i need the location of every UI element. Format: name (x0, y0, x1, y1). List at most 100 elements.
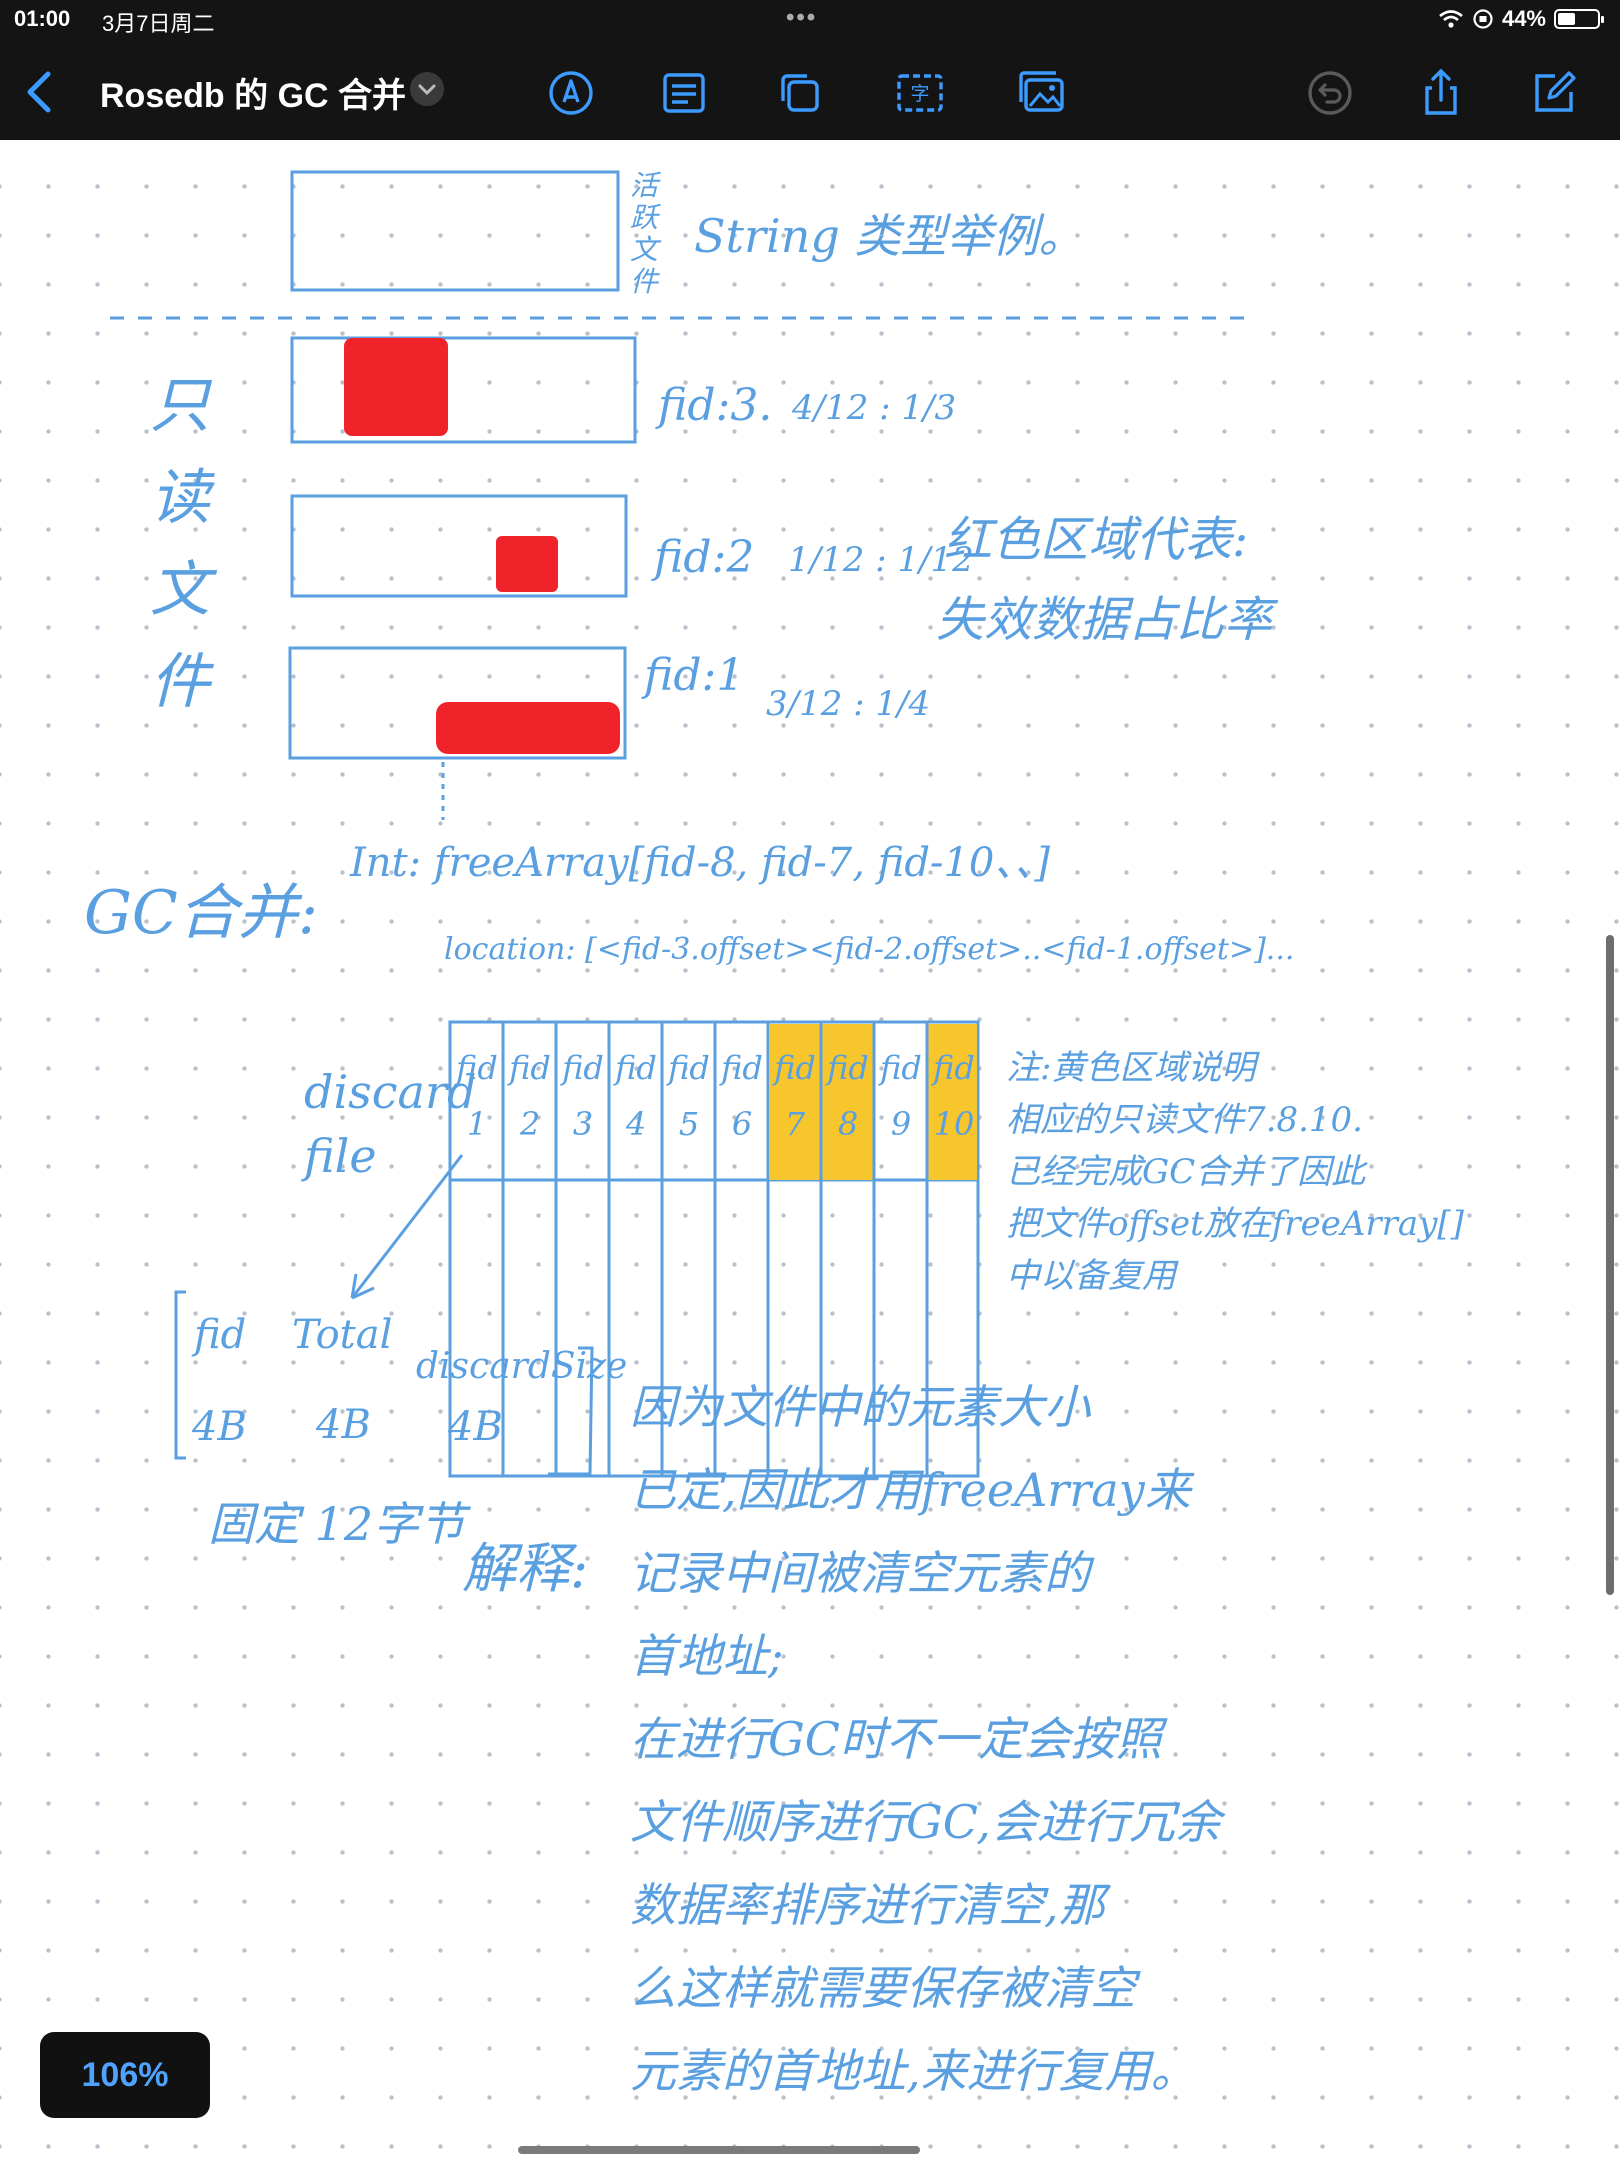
share-button[interactable] (1414, 66, 1468, 120)
image-tool-button[interactable] (1016, 66, 1070, 120)
size-fid: 4B (192, 1404, 247, 1450)
active-file-box (290, 170, 620, 292)
red-legend-line1: 红色区域代表: (944, 512, 1249, 568)
explain-line: 已定,因此才用freeArray来 (630, 1463, 1191, 1517)
explain-line: 在进行GC时不一定会按照 (630, 1712, 1162, 1766)
invalid-data-areas (344, 338, 620, 754)
shapes-tool-button[interactable] (773, 66, 827, 120)
discard-cell-label: fid 10 (933, 1049, 975, 1143)
invalid-area-fid3 (344, 338, 448, 436)
top-bar: 01:00 3月7日周二 ••• 44% Rosedb 的 GC 合并 字 (0, 0, 1620, 140)
header-discard-size: discardSize (416, 1346, 628, 1387)
zoom-level-badge[interactable]: 106% (40, 2032, 210, 2118)
compose-button[interactable] (1527, 66, 1581, 120)
explain-line: 因为文件中的元素大小 (630, 1380, 1090, 1434)
string-example-title: String 类型举例。 (694, 209, 1085, 263)
status-right: 44% (1438, 6, 1604, 32)
document-title[interactable]: Rosedb 的 GC 合并 (100, 77, 407, 115)
chevron-down-icon[interactable] (410, 72, 444, 106)
explain-line: 文件顺序进行GC,会进行冗余 (630, 1795, 1221, 1849)
svg-text:字: 字 (910, 83, 929, 105)
fixed-12-bytes: 固定 12字节 (208, 1497, 466, 1551)
discard-file-label: discard file (304, 1065, 477, 1183)
discard-cell-label: fid 6 (721, 1049, 763, 1143)
text-tool-button[interactable] (657, 66, 711, 120)
location-line: location: [<fid-3.offset><fid-2.offset>.… (444, 932, 1295, 967)
grid-column-lines (501, 1022, 929, 1476)
invalid-area-fid2 (496, 536, 558, 592)
arrow-line (350, 1154, 464, 1300)
readonly-file-2-box (290, 494, 628, 598)
cell-highlight-7 (769, 1024, 820, 1180)
status-date: 3月7日周二 (102, 11, 215, 36)
bracket-right (548, 1346, 594, 1476)
discard-cell-label: fid 1 (456, 1049, 498, 1143)
readonly-file-3-box (290, 336, 637, 444)
discard-cell-label: fid 5 (668, 1049, 710, 1143)
discard-cell-label: fid 7 (774, 1049, 816, 1143)
explain-line: 么这样就需要保存被清空 (630, 1961, 1136, 2015)
freearray-line: Int: freeArray[fid-8, fid-7, fid-10、、] (350, 840, 1050, 886)
discard-cell-label: fid 9 (880, 1049, 922, 1143)
size-total: 4B (316, 1402, 371, 1448)
wifi-icon (1439, 10, 1463, 28)
fid1-ratio: 3/12 : 1/4 (766, 684, 931, 724)
fid2-label: fid:2 (654, 532, 755, 583)
text-box-icon: 字 (897, 74, 943, 112)
status-time: 01:00 (14, 6, 71, 31)
merged-cells (769, 1024, 977, 1180)
explanation-text: 因为文件中的元素大小 已定,因此才用freeArray来 记录中间被清空元素的 … (630, 1366, 1221, 2113)
yellow-note-line: 把文件offset放在freeArray[] (1006, 1204, 1464, 1244)
chevron-left-icon[interactable] (18, 66, 62, 118)
header-total: Total (292, 1312, 393, 1358)
explain-line: 首地址; (630, 1629, 784, 1683)
note-canvas[interactable]: 活跃文件 String 类型举例。 只读文件 fid:3. 4/12 : 1/3… (0, 140, 1620, 2160)
undo-button[interactable] (1303, 66, 1357, 120)
image-icon (1019, 71, 1064, 112)
yellow-note-line: 中以备复用 (1006, 1256, 1176, 1296)
text-box-button[interactable]: 字 (893, 66, 947, 120)
battery-fill (1558, 13, 1575, 25)
fid3-ratio: 4/12 : 1/3 (792, 388, 957, 428)
discard-cell-label: fid 3 (562, 1049, 604, 1143)
red-legend-line2: 失效数据占比率 (936, 592, 1273, 648)
ink-drawing (110, 170, 1250, 1478)
fid3-label: fid:3. (658, 380, 773, 431)
explain-line: 元素的首地址,来进行复用。 (630, 2044, 1197, 2098)
cell-highlight-10 (928, 1024, 977, 1180)
gc-merge-label: GC合并: (84, 878, 319, 948)
header-fid: fid (194, 1312, 247, 1358)
yellow-note-line: 注:黄色区域说明 (1006, 1048, 1256, 1088)
edit-icon (1535, 71, 1576, 112)
pen-tool-button[interactable] (544, 66, 598, 120)
undo-icon (1308, 71, 1352, 115)
invalid-area-fid1 (436, 702, 620, 754)
explain-label: 解释: (462, 1537, 589, 1600)
active-file-label: 活跃文件 (630, 169, 659, 298)
orientation-lock-icon (1473, 9, 1493, 29)
status-bar: 01:00 3月7日周二 ••• 44% (0, 0, 1620, 40)
discard-cell-label: fid 4 (615, 1049, 657, 1143)
explain-line: 数据率排序进行清空,那 (630, 1878, 1105, 1932)
home-indicator[interactable] (518, 2146, 920, 2154)
yellow-note: 注:黄色区域说明 相应的只读文件7.8.10. 已经完成GC合并了因此 把文件o… (1006, 1042, 1464, 1302)
shapes-icon (781, 74, 819, 112)
readonly-files-label: 只读文件 (150, 371, 210, 717)
toolbar: Rosedb 的 GC 合并 字 (0, 48, 1620, 136)
battery-icon (1554, 9, 1604, 29)
fid1-label: fid:1 (644, 650, 745, 701)
yellow-note-line: 相应的只读文件7.8.10. (1006, 1100, 1363, 1140)
yellow-note-line: 已经完成GC合并了因此 (1006, 1152, 1366, 1192)
share-icon (1425, 68, 1457, 115)
explain-line: 记录中间被清空元素的 (630, 1546, 1090, 1600)
text-tool-icon (663, 73, 705, 113)
bracket-left (174, 1290, 186, 1460)
multitask-dots-icon[interactable]: ••• (786, 4, 818, 31)
readonly-file-1-box (288, 646, 627, 760)
discard-cell-label: fid 8 (827, 1049, 869, 1143)
pen-icon (549, 71, 593, 115)
scrollbar[interactable] (1606, 935, 1614, 1595)
battery-percent: 44% (1501, 6, 1546, 31)
size-discard: 4B (448, 1404, 503, 1450)
cell-highlight-8 (822, 1024, 873, 1180)
